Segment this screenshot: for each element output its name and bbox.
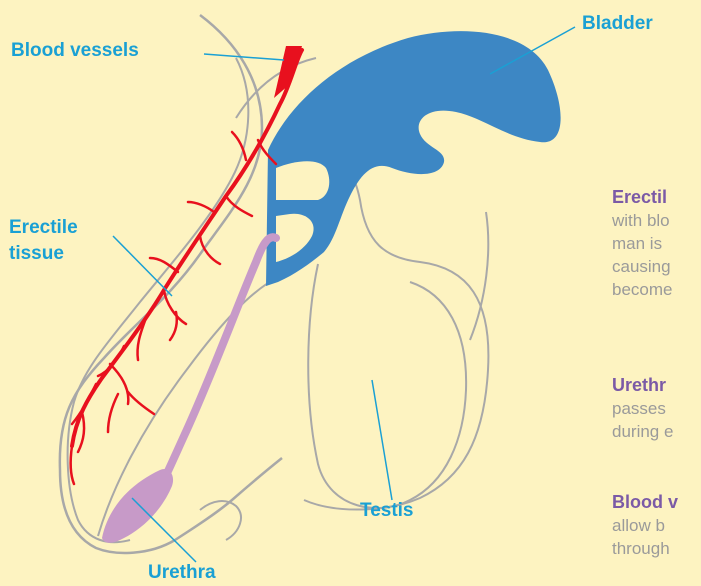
note-line: allow b [612,514,701,537]
note-line: passes [612,397,701,420]
bladder-shape [266,31,561,286]
note-line: through [612,537,701,560]
blood-vessel-branches [71,132,276,484]
note-line: become [612,278,701,301]
note-line: with blo [612,209,701,232]
note-line: causing [612,255,701,278]
note-heading: Urethr [612,374,701,397]
label-erectile-tissue: Erectile tissue [9,217,78,265]
leader-erectile-tissue [113,236,172,296]
note-urethra: Urethr passes during e [612,374,701,443]
note-line: during e [612,420,701,443]
label-urethra: Urethra [148,562,216,584]
urethra-tube [160,237,276,488]
urethra-bulb [102,469,173,543]
note-heading: Erectil [612,186,701,209]
bladder-gap-upper [276,161,329,200]
note-blood-vessels: Blood v allow b through [612,491,701,560]
leader-blood-vessels [204,54,284,60]
note-line: man is [612,232,701,255]
label-testis: Testis [360,500,414,522]
leader-testis [372,380,392,500]
label-erectile-line1: Erectile [9,217,78,239]
label-bladder: Bladder [582,13,653,35]
label-blood-vessels: Blood vessels [11,40,139,62]
note-erectile-tissue: Erectil with blo man is causing become [612,186,701,301]
note-heading: Blood v [612,491,701,514]
label-erectile-line2: tissue [9,243,78,265]
